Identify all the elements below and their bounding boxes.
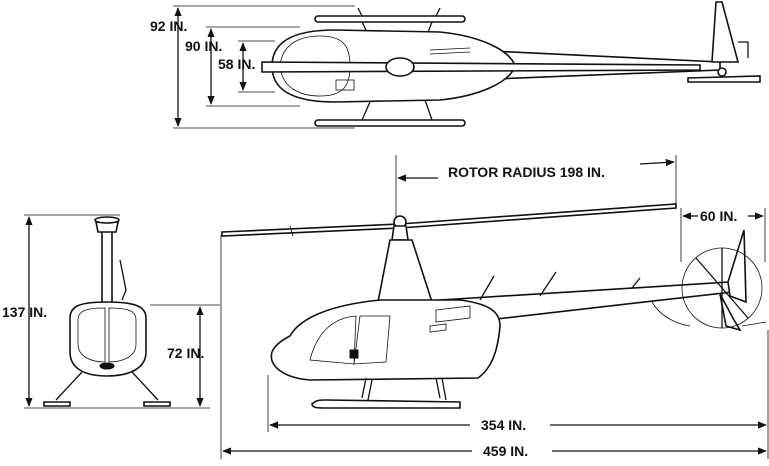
front-mast (101, 227, 113, 307)
cabin-height-label: 72 IN. (167, 345, 204, 361)
side-mast-fairing (377, 239, 434, 303)
top-skid-left (314, 15, 466, 23)
top-width-skids-label: 92 IN. (150, 18, 187, 34)
side-rear-door (353, 315, 391, 365)
overall-length-label: 459 IN. (483, 443, 528, 459)
side-front-door (309, 315, 357, 365)
front-cabin (69, 301, 147, 377)
rotor-radius-label: ROTOR RADIUS 198 IN. (448, 164, 605, 180)
top-skid-right (314, 119, 466, 127)
top-rotor-blade (261, 61, 701, 73)
top-width-cabin-label: 58 IN. (218, 56, 255, 72)
top-view: 92 IN. 90 IN. 58 IN. (150, 1, 761, 129)
top-tail-rotor (687, 75, 761, 83)
side-skid (311, 399, 461, 409)
side-view: ROTOR RADIUS 198 IN. 60 IN. 354 IN. 459 … (220, 155, 769, 459)
tail-rotor-diameter-label: 60 IN. (700, 208, 737, 224)
side-rotor-blade (221, 203, 677, 237)
top-tail-fin (711, 1, 740, 63)
side-fuselage (270, 299, 501, 381)
side-tail-fin (727, 229, 747, 304)
front-view: 137 IN. 72 IN. (2, 214, 220, 409)
fuselage-length-label: 354 IN. (481, 417, 526, 433)
overall-height-label: 137 IN. (2, 304, 47, 320)
top-width-stabilizer-label: 90 IN. (185, 38, 222, 54)
